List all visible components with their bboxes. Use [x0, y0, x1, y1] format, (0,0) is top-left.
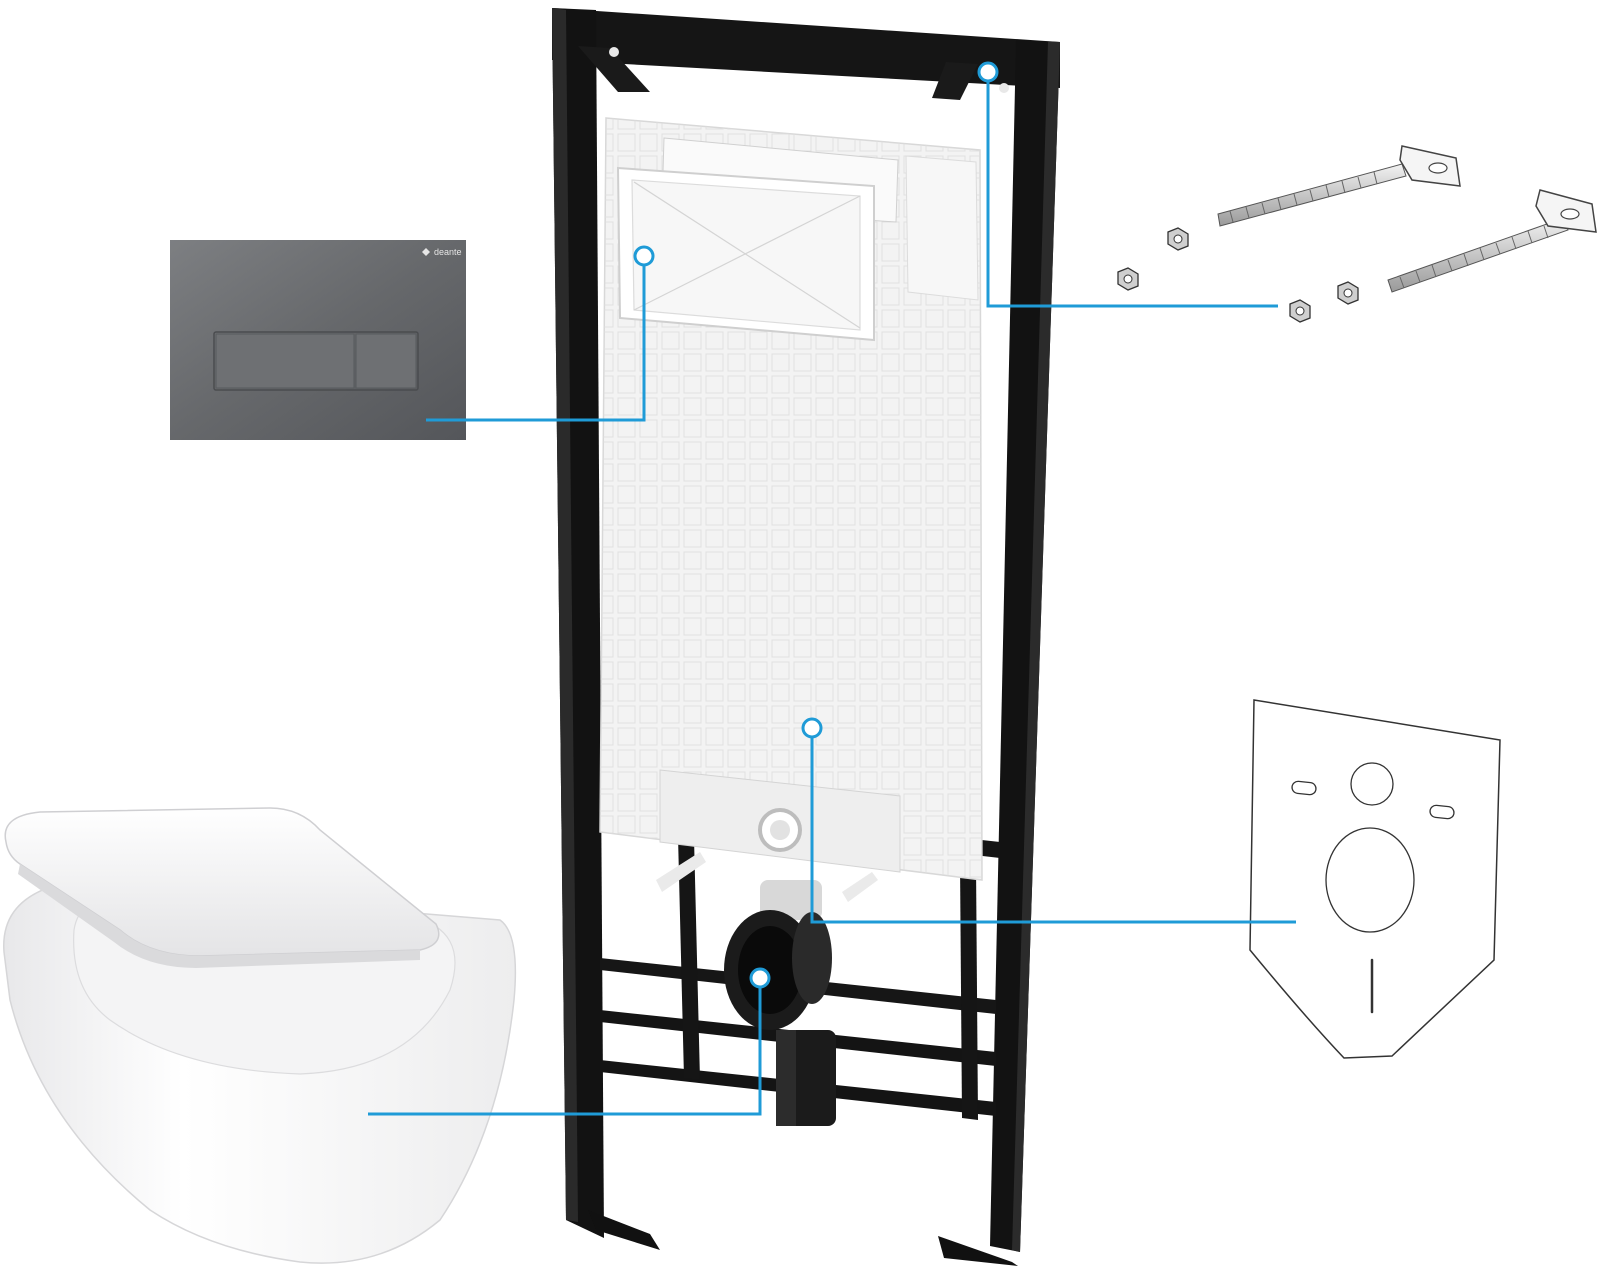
diamond-logo-icon: [422, 248, 430, 256]
drain-elbow: [656, 852, 878, 1126]
callout-line-insulation-mat: [810, 738, 1296, 924]
hex-nut-icon: [1117, 267, 1139, 291]
threaded-rod-icon: [1387, 189, 1597, 293]
sound-insulation-mat: [1249, 699, 1501, 1059]
brand-logo-text: deante: [434, 247, 462, 257]
brand-logo: deante: [422, 247, 462, 257]
callout-line-flush-plate: [426, 266, 646, 422]
flush-plate: deante: [170, 240, 466, 440]
callouts: [368, 61, 1296, 1116]
callout-marker-toilet: [749, 967, 771, 989]
callout-line-fixing-kit: [986, 82, 1278, 308]
hex-nut-icon: [1167, 227, 1189, 251]
callout-line-toilet: [368, 988, 762, 1116]
fixing-kit: [1117, 145, 1597, 323]
threaded-rod-icon: [1217, 145, 1461, 227]
callout-marker-flush-plate: [633, 245, 655, 267]
wall-hung-toilet: [3, 807, 517, 1264]
concealed-cistern: [599, 117, 983, 881]
callout-marker-insulation-mat: [801, 717, 823, 739]
callout-marker-fixing-kit: [977, 61, 999, 83]
hex-nut-icon: [1337, 281, 1359, 305]
hex-nut-icon: [1289, 299, 1311, 323]
